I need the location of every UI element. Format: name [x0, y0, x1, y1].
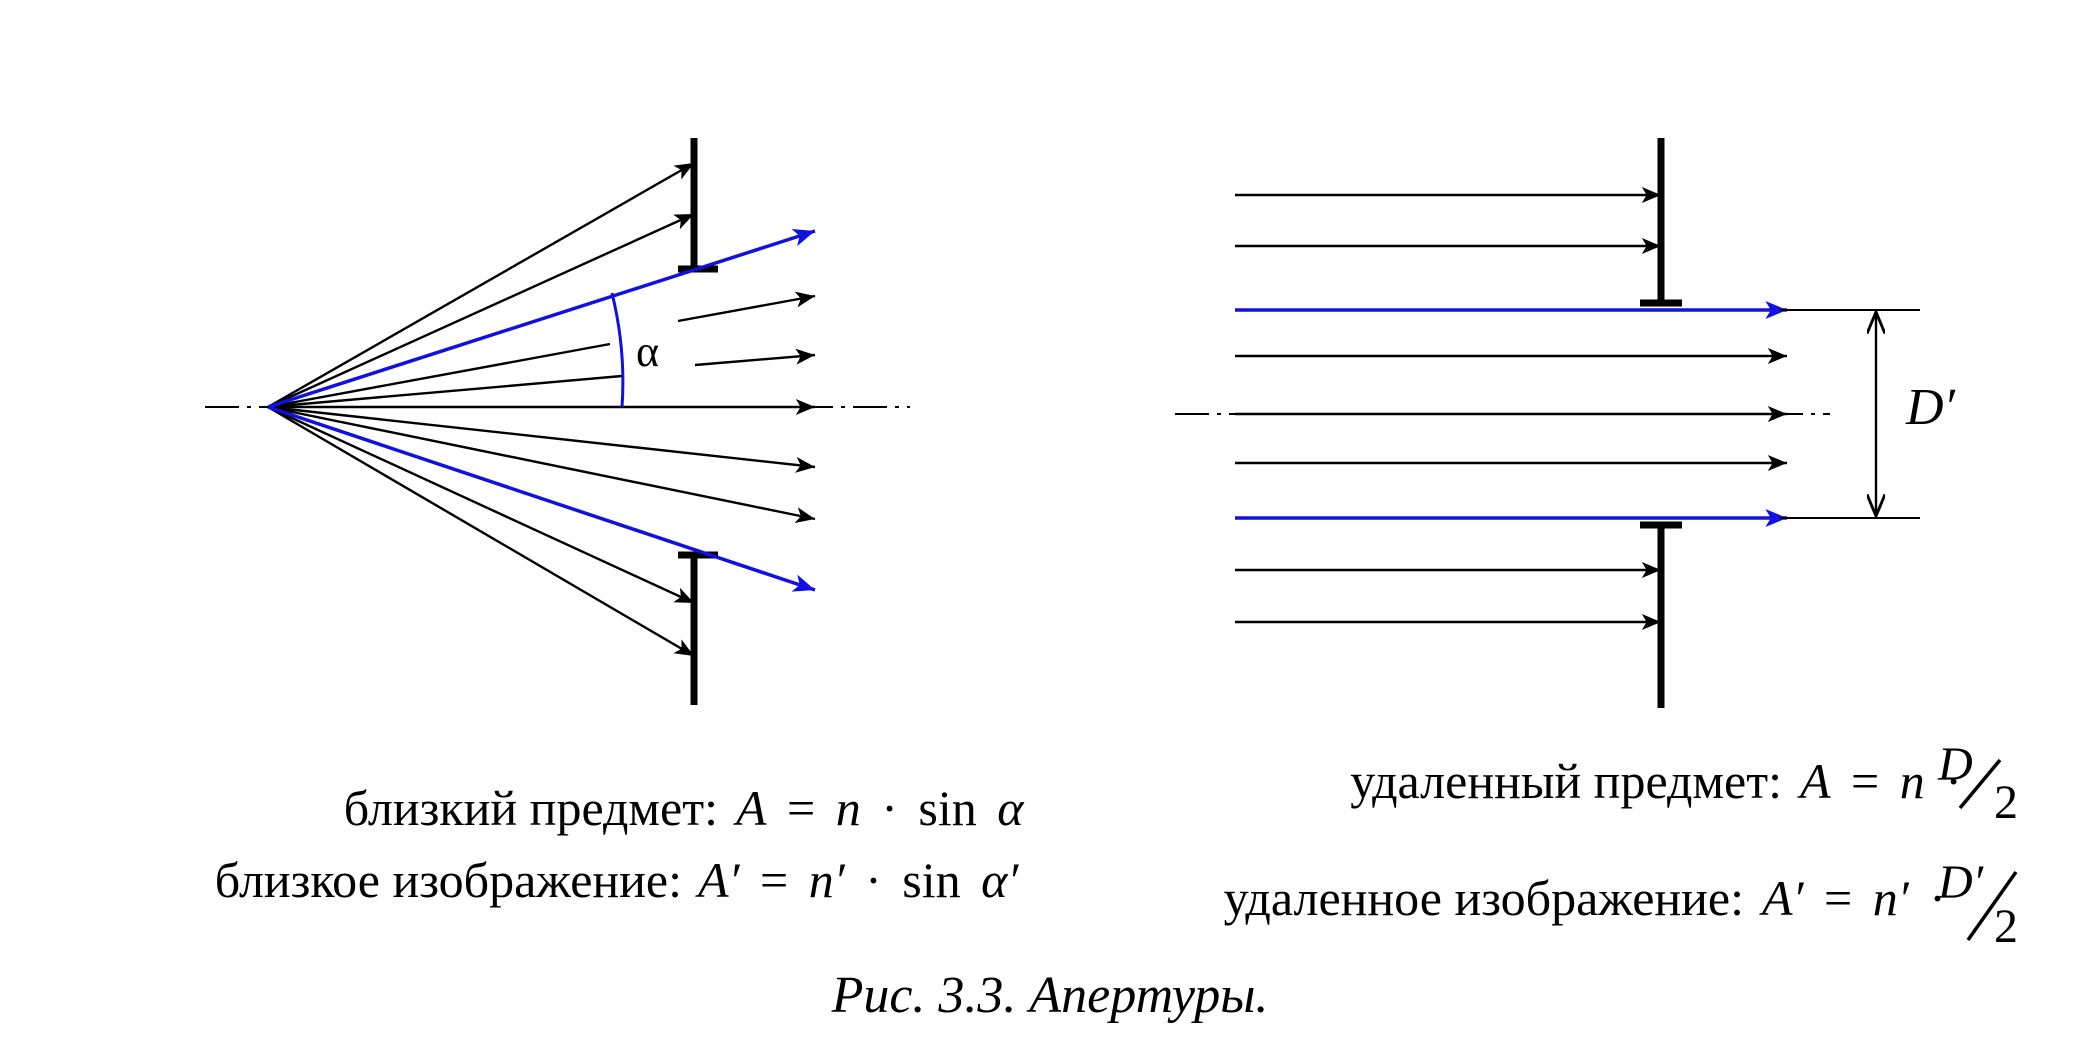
ray-blocked: [267, 212, 695, 409]
ray-blocked: [267, 405, 695, 658]
far-object-numerator: D: [1937, 738, 1973, 791]
ray-passing: [677, 291, 816, 323]
near-object-diagram: α: [205, 138, 910, 705]
ray-blocked: [267, 161, 695, 409]
diameter-label: D′: [1905, 379, 1957, 436]
marginal-ray-lower: [267, 405, 816, 592]
figure-caption: Рис. 3.3. Апертуры.: [831, 967, 1269, 1024]
ray-blocked: [267, 405, 695, 605]
far-image-formula: A′ = n′ ·: [1759, 870, 1946, 926]
ray-passing: [694, 348, 816, 367]
far-object-formula-row: удаленный предмет: A = n · D 2: [1350, 738, 2018, 829]
angle-label: α: [636, 327, 659, 376]
aperture-stop-left: [678, 138, 718, 705]
fraction-slash: [1958, 758, 2002, 810]
far-object-formula: A = n ·: [1797, 753, 1962, 809]
ray-passing: [267, 405, 816, 523]
near-object-formula: A = n · sin α: [733, 780, 1025, 836]
far-image-numerator: D′: [1937, 856, 1985, 909]
near-image-formula-row: близкое изображение: A′ = n′ · sin α′: [215, 852, 1020, 908]
far-image-label: удаленное изображение:: [1224, 870, 1744, 926]
far-image-formula-row: удаленное изображение: A′ = n′ · D′ 2: [1224, 856, 2018, 953]
near-object-formula-row: близкий предмет: A = n · sin α: [344, 780, 1026, 836]
far-image-denominator: 2: [1994, 900, 2018, 953]
fraction-slash: [1966, 870, 2018, 942]
far-object-label: удаленный предмет:: [1350, 753, 1782, 809]
ray-passing: [267, 342, 611, 409]
diameter-dimension: [1780, 310, 1920, 518]
near-image-formula: A′ = n′ · sin α′: [695, 852, 1019, 908]
near-image-label: близкое изображение:: [215, 852, 682, 908]
angle-arc: [610, 292, 625, 408]
marginal-ray-upper: [267, 229, 816, 409]
far-object-diagram: D′: [1175, 138, 1957, 708]
near-object-label: близкий предмет:: [344, 780, 718, 836]
far-object-denominator: 2: [1994, 776, 2018, 829]
ray-passing: [267, 405, 816, 473]
ray-passing: [267, 374, 623, 409]
